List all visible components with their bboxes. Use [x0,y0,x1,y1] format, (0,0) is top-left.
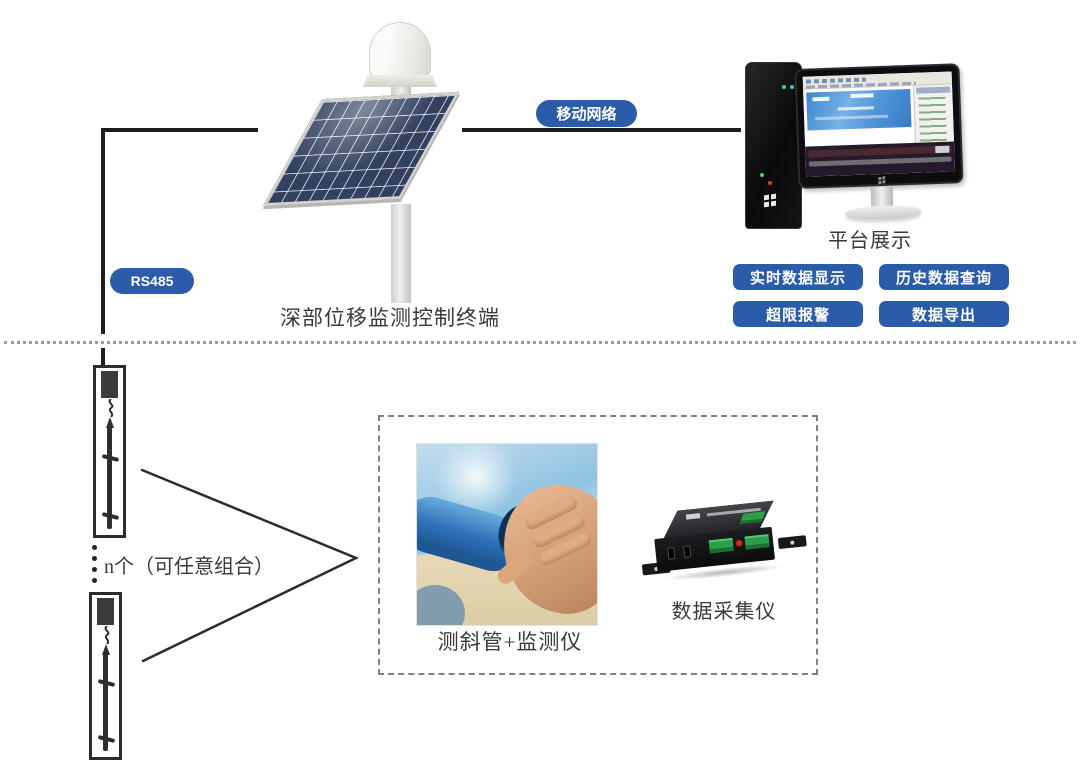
data-collector-device [641,500,807,586]
connector-rs485-stub [101,348,105,365]
terminal-block-icon [739,511,765,524]
connector-rs485-vertical [101,128,105,334]
feature-overlimit-alarm: 超限报警 [733,301,863,327]
inclinometer-probe-2 [89,592,122,760]
inclinometer-pipe-photo [417,444,597,625]
monitor-brand-logo-icon [878,176,882,181]
tower-power-led-icon [760,173,764,177]
probe-cable-icon [108,399,114,417]
ellipsis-dots [92,545,97,589]
tower-led-green-icon [782,85,786,89]
probe-tip [105,417,114,428]
port-icon [667,547,676,560]
antenna-dome-base [363,75,437,87]
port-icon [683,545,692,559]
probe-cable-icon [104,626,110,644]
desktop-tower [745,62,802,229]
terminal-label: 深部位移监测控制终端 [280,306,500,330]
collector-label: 数据采集仪 [671,601,777,623]
station-pole [391,204,411,303]
terminal-block-icon [744,534,770,550]
probe-tip [101,644,110,655]
platform-monitor [794,63,967,221]
inclinometer-label: 测斜管+监测仪 [437,630,583,654]
screenshot-main-area [803,84,955,147]
screenshot-tree-panel [913,84,955,143]
screenshot-canvas [803,85,916,147]
feature-realtime-display: 实时数据显示 [733,264,863,290]
probe-cap [97,598,114,625]
terminal-block-icon [708,537,734,554]
probe-rod [107,427,112,529]
power-button-icon [734,538,744,548]
platform-label: 平台展示 [828,230,912,252]
feature-data-export: 数据导出 [879,301,1009,327]
inclinometer-probe-1 [93,365,126,538]
probe-rod [103,654,108,751]
equipment-group-box [378,415,818,675]
sensors-note: n个（可任意组合） [104,556,274,578]
mobile-network-badge: 移动网络 [536,100,637,127]
feature-history-query: 历史数据查询 [879,264,1009,290]
probe-cap [101,371,118,398]
screenshot-banner [806,88,912,131]
platform-software-screenshot [802,71,956,177]
tower-hdd-led-icon [768,181,772,185]
monitor-bezel [794,63,964,189]
section-divider-dotted [4,341,1076,344]
windows-logo-icon [764,194,769,201]
screenshot-chart-strip [805,141,956,177]
tower-led-teal-icon [790,85,794,89]
antenna-dome [369,22,431,77]
rs485-badge: RS485 [110,268,194,294]
